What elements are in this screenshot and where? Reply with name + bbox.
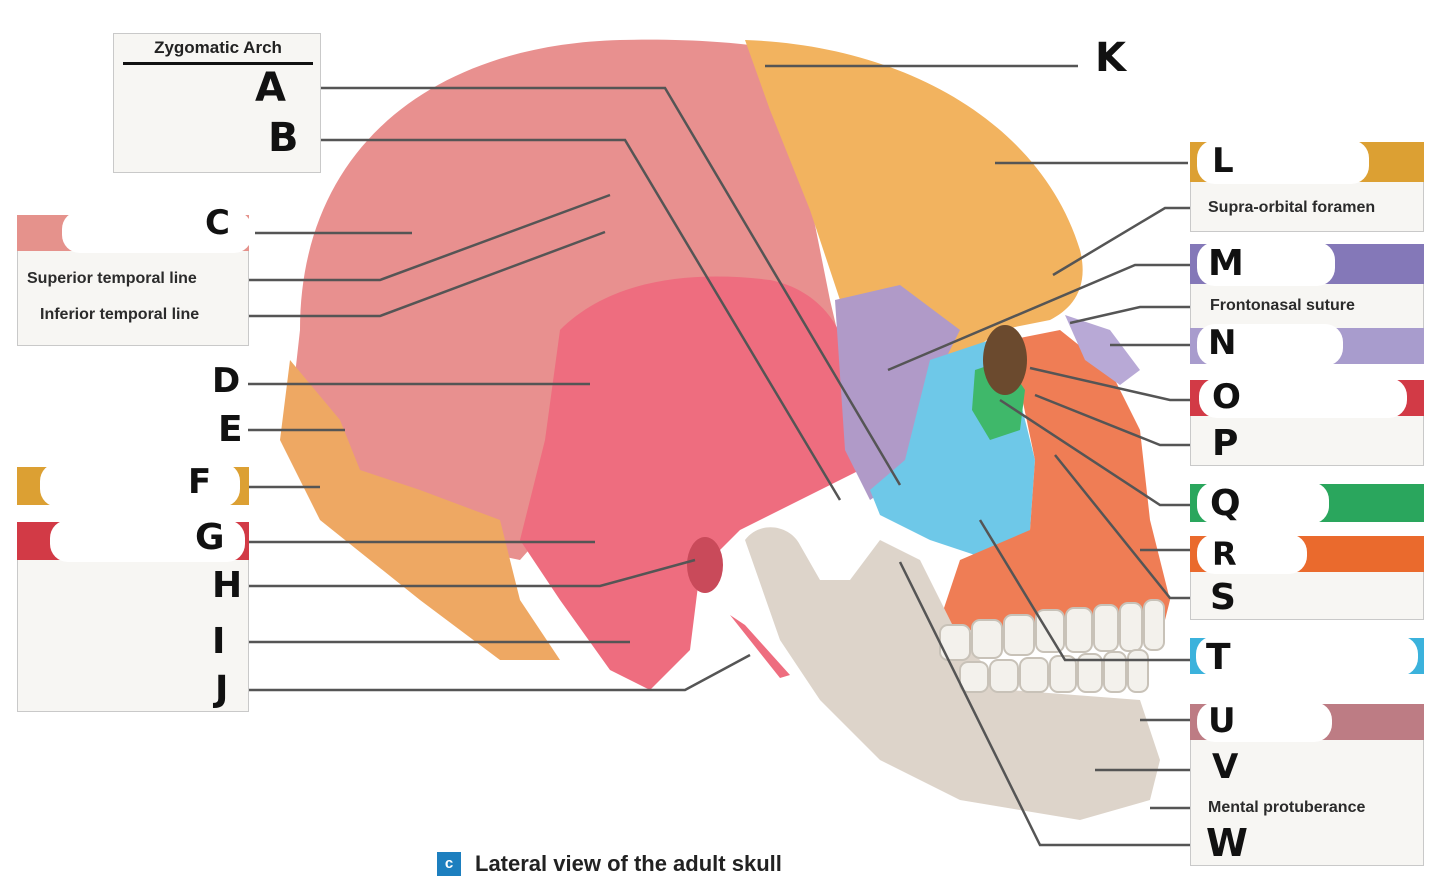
styloid-process: [730, 615, 790, 678]
orbit: [983, 325, 1027, 395]
answer-blank-o[interactable]: [1199, 378, 1407, 418]
letter-r: R: [1212, 535, 1237, 573]
temporal-lines-box: [17, 250, 249, 346]
letter-p: P: [1212, 423, 1239, 464]
letter-l: L: [1212, 141, 1234, 181]
letter-d: D: [212, 361, 241, 401]
answer-blank-r[interactable]: [1197, 534, 1307, 574]
answer-blank-u[interactable]: [1197, 702, 1332, 742]
label-inferior-temporal-line: Inferior temporal line: [40, 306, 200, 323]
answer-blank-q[interactable]: [1197, 482, 1329, 524]
label-supra-orbital-foramen: Supra-orbital foramen: [1208, 199, 1376, 216]
letter-j: J: [215, 669, 229, 710]
answer-blank-c[interactable]: [62, 211, 252, 253]
mandible-bone: [745, 527, 1160, 820]
letter-m: M: [1208, 243, 1244, 284]
letter-t: T: [1206, 637, 1231, 678]
teeth: [939, 599, 1165, 693]
letter-g: G: [195, 517, 225, 558]
caption-badge: c: [437, 852, 461, 877]
letter-n: N: [1208, 323, 1237, 363]
answer-blank-g[interactable]: [50, 520, 245, 562]
figure-caption: c Lateral view of the adult skull: [437, 850, 782, 877]
letter-i: I: [212, 621, 226, 662]
letter-c: C: [205, 203, 230, 243]
zygomatic-arch-underline: [123, 62, 313, 65]
letter-a: A: [255, 65, 286, 111]
letter-o: O: [1212, 377, 1241, 417]
letter-s: S: [1210, 577, 1236, 618]
letter-v: V: [1212, 747, 1239, 787]
maxilla-bone: [940, 330, 1170, 640]
zygomatic-arch-box: [113, 33, 321, 173]
label-superior-temporal-line: Superior temporal line: [27, 270, 197, 287]
answer-blank-l[interactable]: [1197, 140, 1369, 184]
letter-f: F: [188, 462, 212, 502]
letter-b: B: [268, 115, 299, 161]
letter-k: K: [1095, 35, 1126, 81]
zygomatic-arch-title: Zygomatic Arch: [154, 38, 282, 57]
answer-blank-m[interactable]: [1197, 242, 1335, 286]
letter-u: U: [1208, 701, 1236, 741]
answer-blank-t[interactable]: [1196, 636, 1418, 676]
label-frontonasal-suture: Frontonasal suture: [1210, 297, 1355, 314]
leader-lines: [240, 64, 1200, 847]
temporal-bone: [520, 276, 860, 690]
letter-q: Q: [1210, 483, 1241, 524]
sphenoid-bone: [835, 285, 960, 500]
frontal-bone: [745, 40, 1083, 360]
answer-blank-f[interactable]: [40, 463, 240, 507]
letter-e: E: [218, 409, 243, 450]
letter-h: H: [212, 565, 243, 606]
letter-w: W: [1206, 821, 1248, 865]
caption-text: Lateral view of the adult skull: [475, 851, 782, 877]
external-acoustic-meatus: [687, 537, 723, 593]
nasal-bone: [1065, 315, 1140, 385]
answer-blank-n[interactable]: [1197, 324, 1343, 366]
label-mental-protuberance: Mental protuberance: [1208, 799, 1366, 816]
